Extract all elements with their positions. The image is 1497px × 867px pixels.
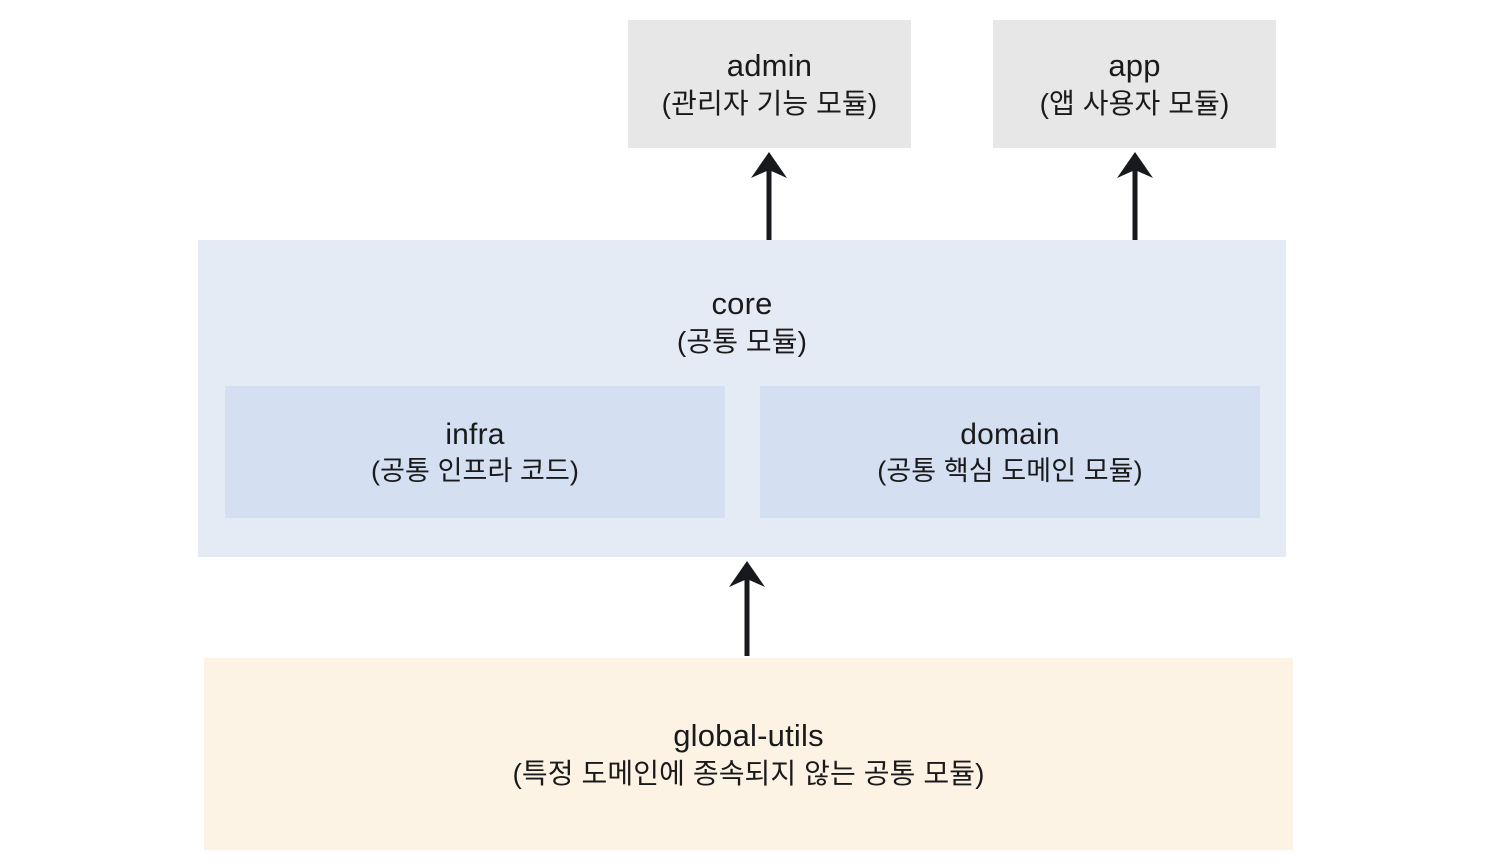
arrow-global-utils-to-core [721, 561, 773, 656]
module-title-infra: infra [445, 417, 505, 451]
module-subtitle-core: (공통 모듈) [676, 325, 808, 357]
module-box-global-utils[interactable]: global-utils (특정 도메인에 종속되지 않는 공통 모듈) [204, 658, 1293, 850]
module-box-domain[interactable]: domain (공통 핵심 도메인 모듈) [760, 386, 1260, 518]
module-title-domain: domain [960, 417, 1060, 451]
arrow-core-to-app [1109, 152, 1161, 240]
module-title-app: app [1108, 48, 1161, 84]
module-box-core[interactable]: core (공통 모듈) infra (공통 인프라 코드) domain (공… [198, 240, 1286, 557]
module-box-infra[interactable]: infra (공통 인프라 코드) [225, 386, 725, 518]
module-subtitle-infra: (공통 인프라 코드) [371, 455, 579, 486]
module-title-admin: admin [726, 48, 813, 84]
module-subtitle-admin: (관리자 기능 모듈) [661, 87, 878, 119]
module-subtitle-global-utils: (특정 도메인에 종속되지 않는 공통 모듈) [512, 757, 985, 789]
arrow-core-to-admin [743, 152, 795, 240]
core-header: core (공통 모듈) [198, 284, 1286, 360]
module-title-core: core [711, 286, 773, 321]
module-box-app[interactable]: app (앱 사용자 모듈) [993, 20, 1276, 148]
module-subtitle-app: (앱 사용자 모듈) [1039, 87, 1230, 119]
module-box-admin[interactable]: admin (관리자 기능 모듈) [628, 20, 911, 148]
module-subtitle-domain: (공통 핵심 도메인 모듈) [877, 455, 1143, 486]
module-title-global-utils: global-utils [673, 718, 824, 754]
